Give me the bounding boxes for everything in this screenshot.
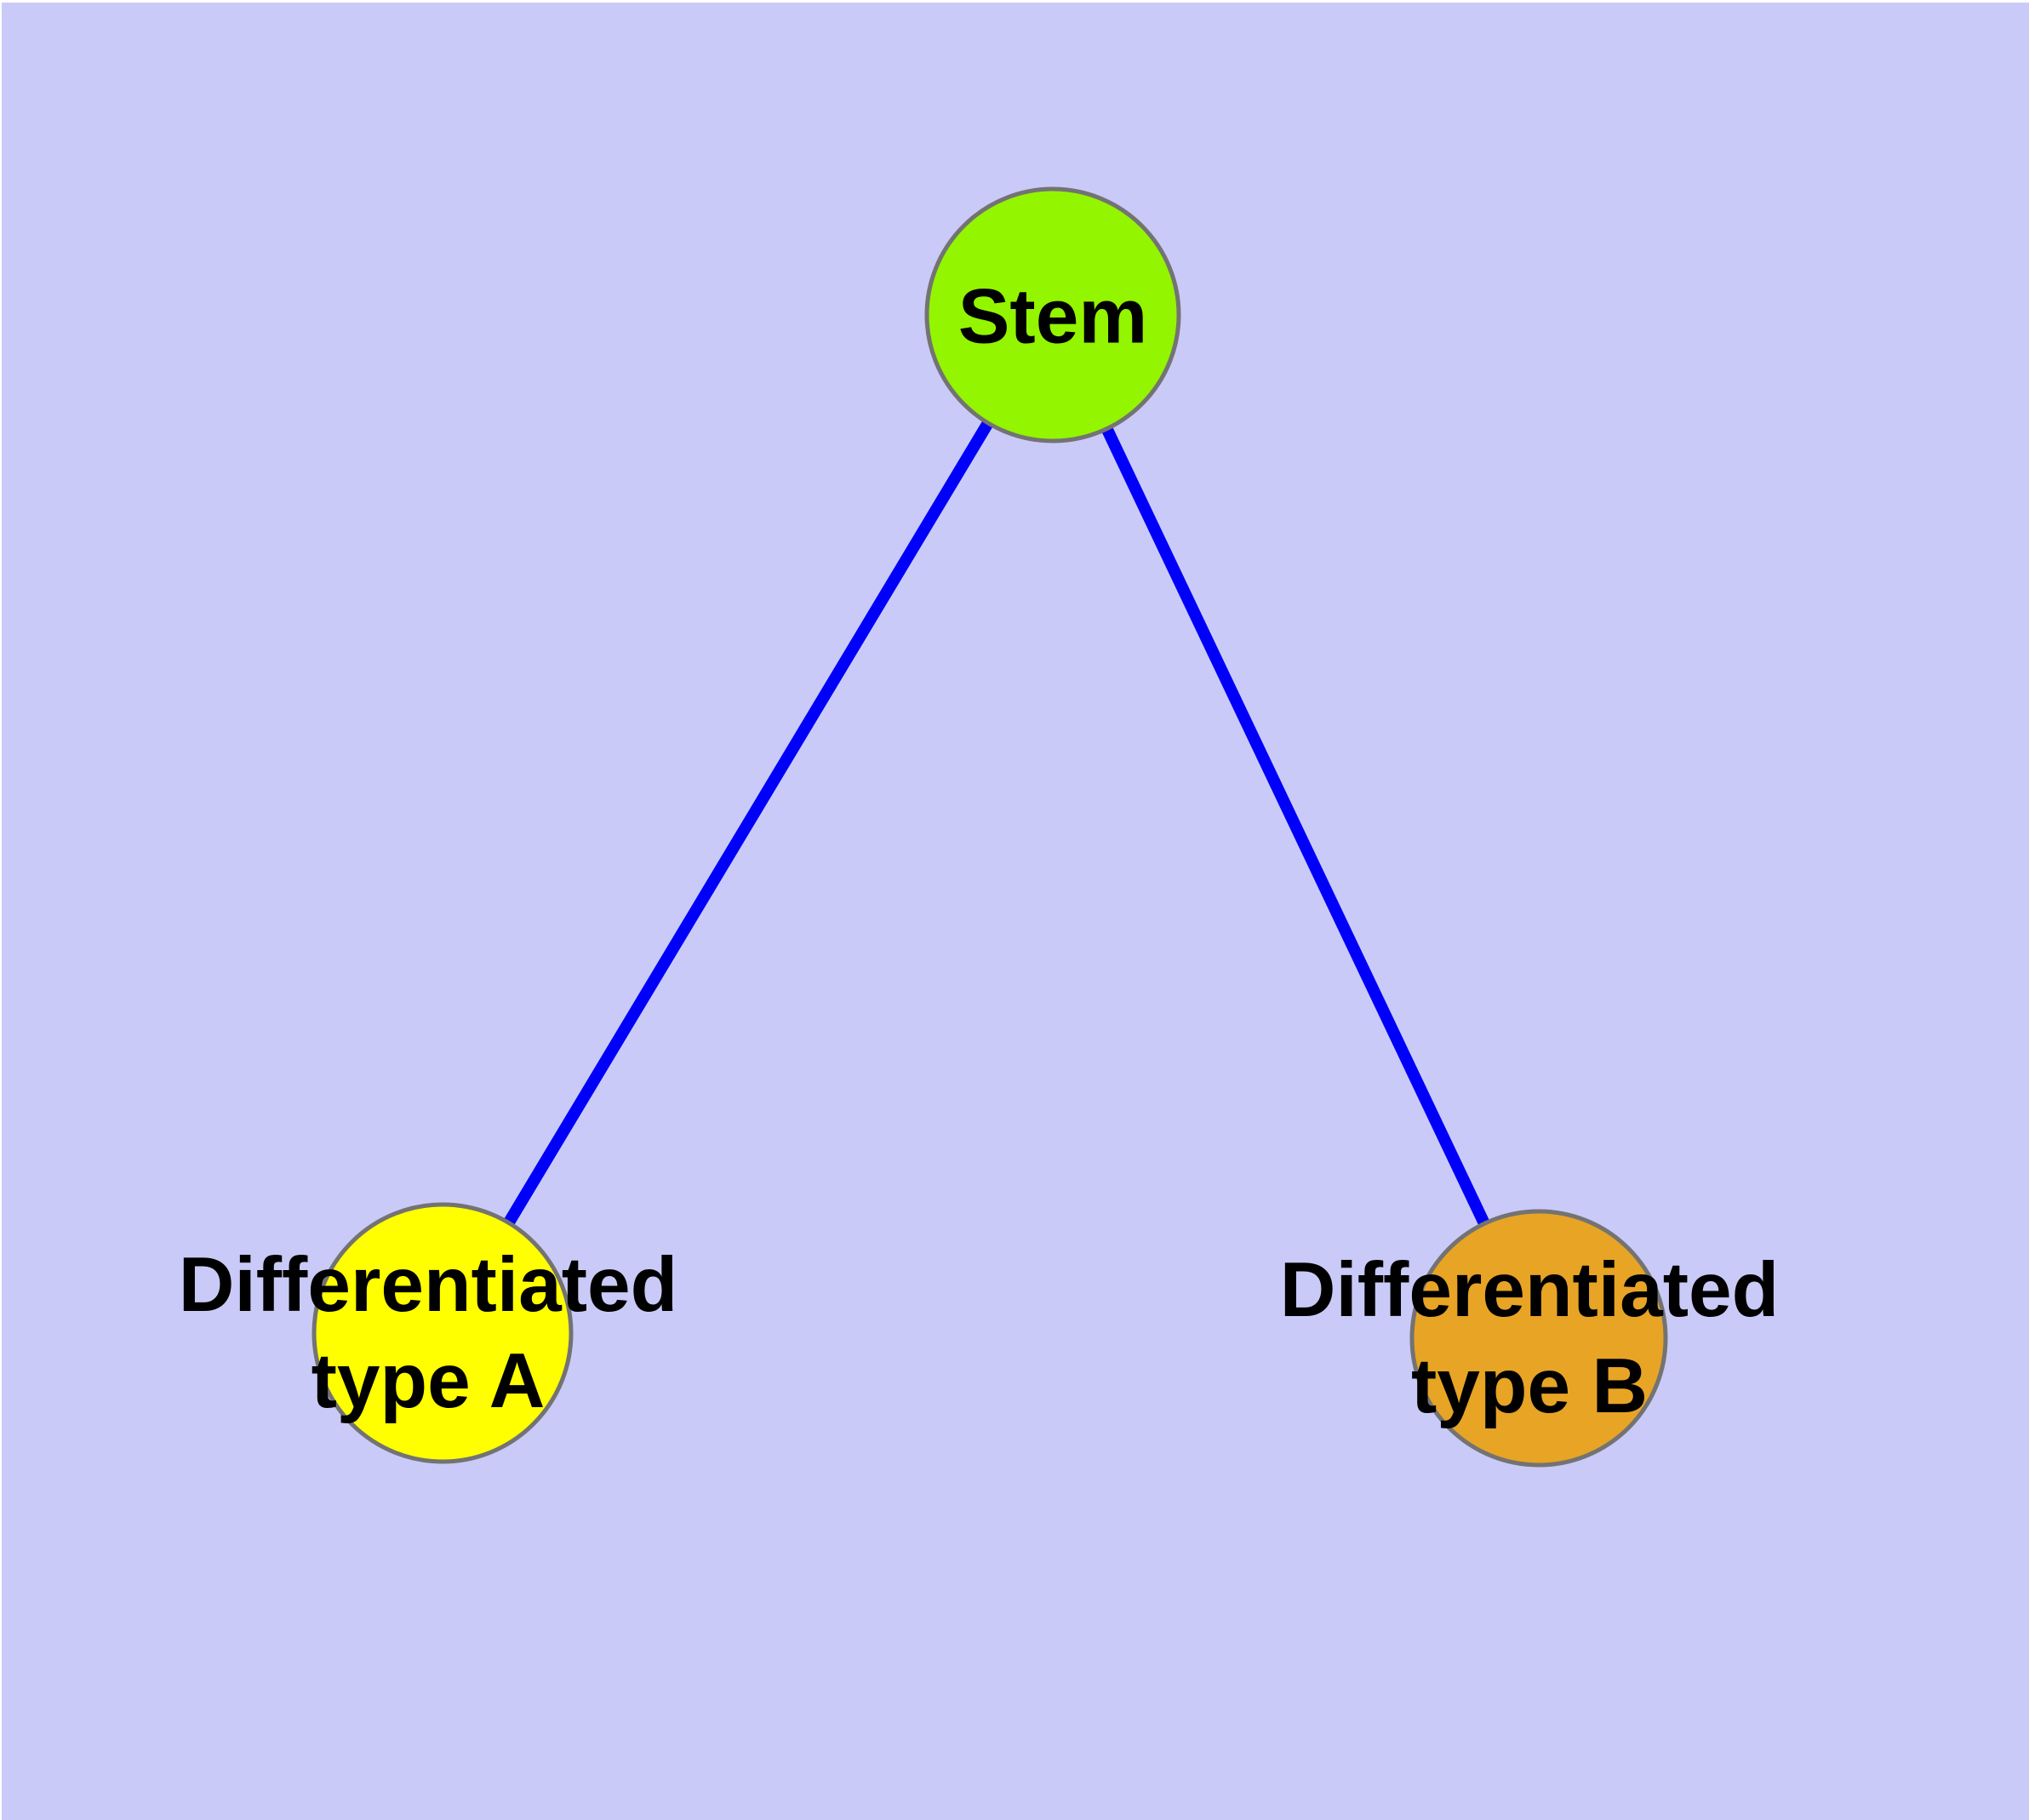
node-differentiated-type-b-label: Differentiated type B — [1280, 1242, 1780, 1434]
node-a-label-line2: type A — [311, 1338, 546, 1424]
node-b-label-line1: Differentiated — [1279, 1247, 1780, 1333]
edge-stem-to-type-a — [437, 309, 1059, 1339]
node-differentiated-type-a-label: Differentiated type A — [179, 1237, 678, 1429]
node-stem-label-text: Stem — [957, 273, 1148, 360]
node-stem — [924, 186, 1181, 444]
node-differentiated-type-a — [311, 1202, 574, 1464]
node-b-label-line2: type B — [1410, 1343, 1649, 1429]
node-differentiated-type-b — [1409, 1209, 1668, 1468]
edge-stem-to-type-b — [1047, 309, 1545, 1344]
node-a-label-line1: Differentiated — [178, 1242, 678, 1328]
node-stem-label: Stem — [958, 269, 1148, 365]
